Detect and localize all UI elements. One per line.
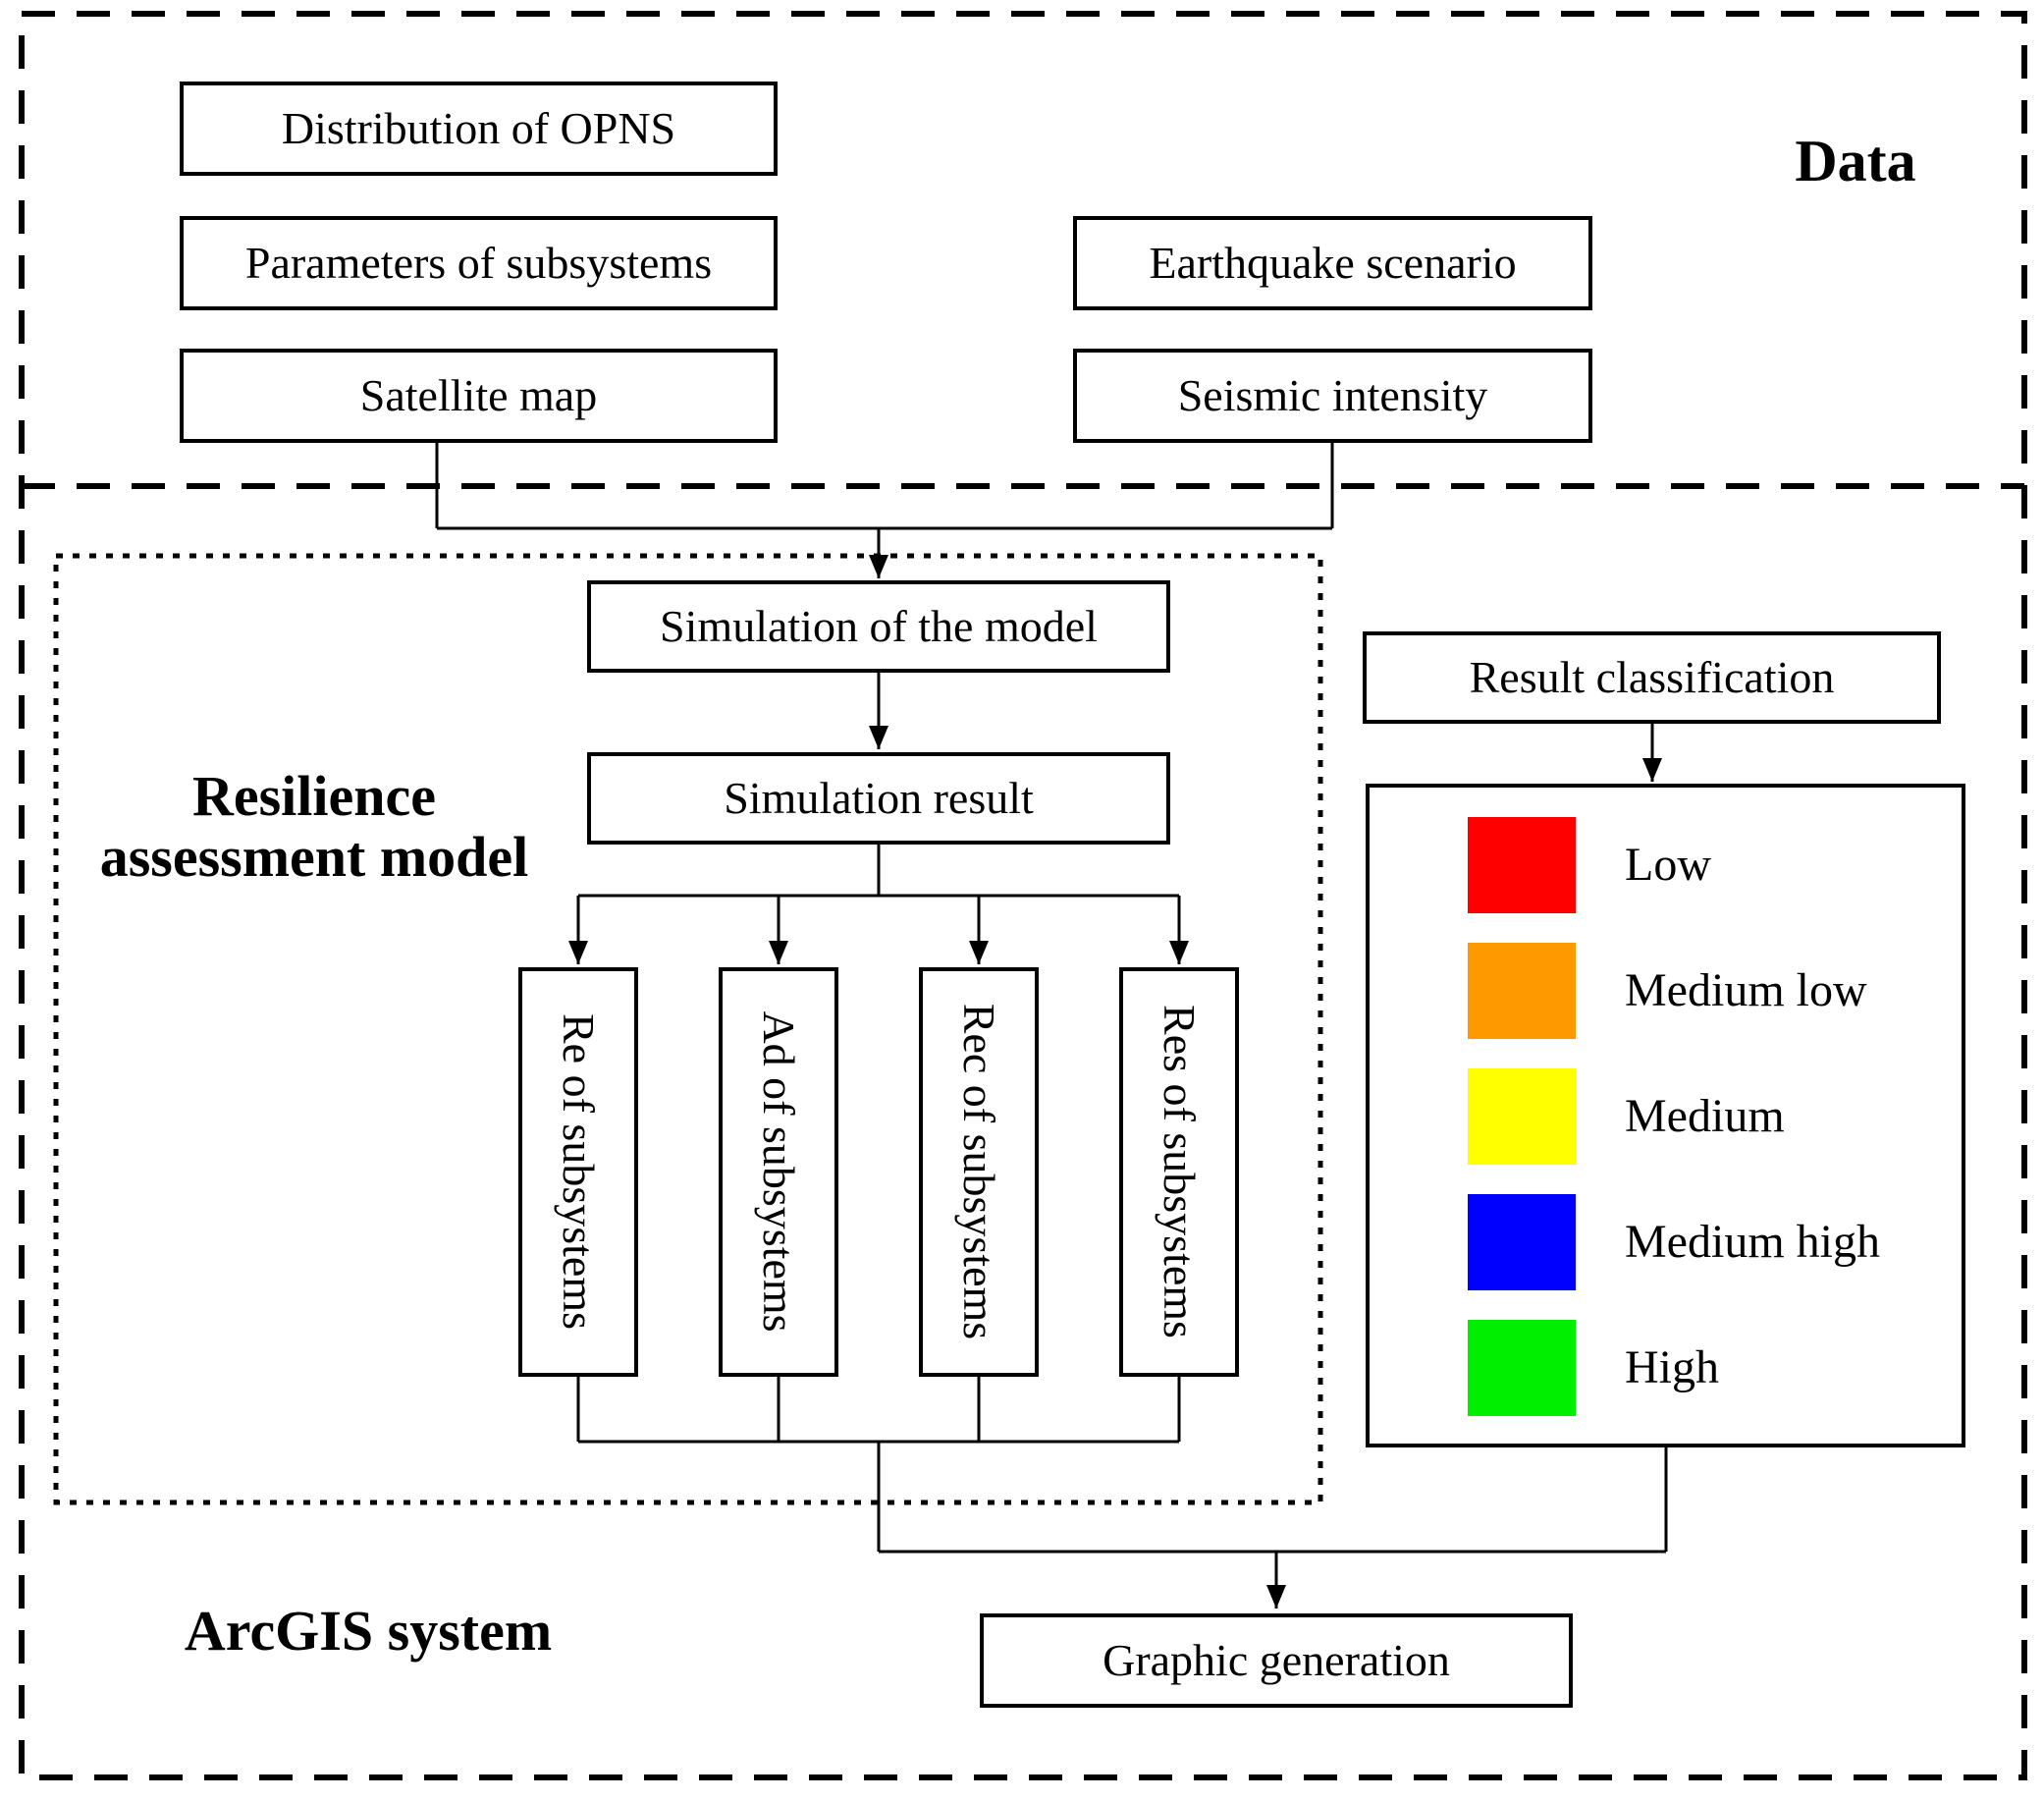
legend-label-low: Low bbox=[1625, 838, 1711, 891]
label-parameters-of-subsystems: Parameters of subsystems bbox=[244, 237, 713, 288]
legend-swatch-high bbox=[1468, 1320, 1576, 1416]
legend-label-high: High bbox=[1625, 1340, 1719, 1393]
label-earthquake-scenario: Earthquake scenario bbox=[1149, 237, 1517, 288]
label-rec-of-subsystems: Rec of subsystems bbox=[954, 1003, 1005, 1340]
box-earthquake-scenario bbox=[1073, 216, 1592, 310]
box-simulation-result bbox=[587, 752, 1170, 845]
legend-label-medium: Medium bbox=[1625, 1089, 1785, 1142]
box-res-of-subsystems bbox=[1119, 967, 1239, 1377]
box-parameters-of-subsystems bbox=[180, 216, 778, 310]
legend-swatch-low bbox=[1468, 817, 1576, 913]
box-re-of-subsystems bbox=[518, 967, 638, 1377]
box-rec-of-subsystems bbox=[919, 967, 1039, 1377]
arcgis-section-title: ArcGIS system bbox=[184, 1599, 553, 1664]
legend-label-medium-high: Medium high bbox=[1625, 1215, 1880, 1268]
box-graphic-generation bbox=[980, 1613, 1573, 1708]
label-ad-of-subsystems: Ad of subsystems bbox=[754, 1010, 805, 1333]
label-res-of-subsystems: Res of subsystems bbox=[1155, 1005, 1206, 1338]
label-result-classification: Result classification bbox=[1469, 651, 1835, 702]
legend-label-medium-low: Medium low bbox=[1625, 963, 1867, 1016]
label-satellite-map: Satellite map bbox=[359, 369, 598, 420]
label-simulation-of-the-model: Simulation of the model bbox=[660, 600, 1098, 651]
resilience-model-dotted-border bbox=[53, 553, 1323, 1505]
label-seismic-intensity: Seismic intensity bbox=[1177, 369, 1488, 420]
label-re-of-subsystems: Re of subsystems bbox=[554, 1013, 605, 1330]
data-section-title: Data bbox=[1795, 129, 1916, 193]
box-seismic-intensity bbox=[1073, 349, 1592, 443]
label-simulation-result: Simulation result bbox=[724, 772, 1034, 823]
legend-swatch-medium bbox=[1468, 1068, 1576, 1165]
legend-box bbox=[1366, 784, 1965, 1447]
box-satellite-map bbox=[180, 349, 778, 443]
box-simulation-of-the-model bbox=[587, 580, 1170, 673]
legend-swatch-medium-high bbox=[1468, 1194, 1576, 1290]
outer-dashed-border bbox=[19, 11, 2027, 1780]
resilience-model-title-line2: assessment model bbox=[99, 825, 529, 890]
legend-swatch-medium-low bbox=[1468, 943, 1576, 1039]
label-graphic-generation: Graphic generation bbox=[1103, 1634, 1450, 1685]
box-distribution-of-opns bbox=[180, 82, 778, 176]
label-distribution-of-opns: Distribution of OPNS bbox=[281, 102, 676, 153]
resilience-model-title-line1: Resilience bbox=[191, 764, 437, 829]
